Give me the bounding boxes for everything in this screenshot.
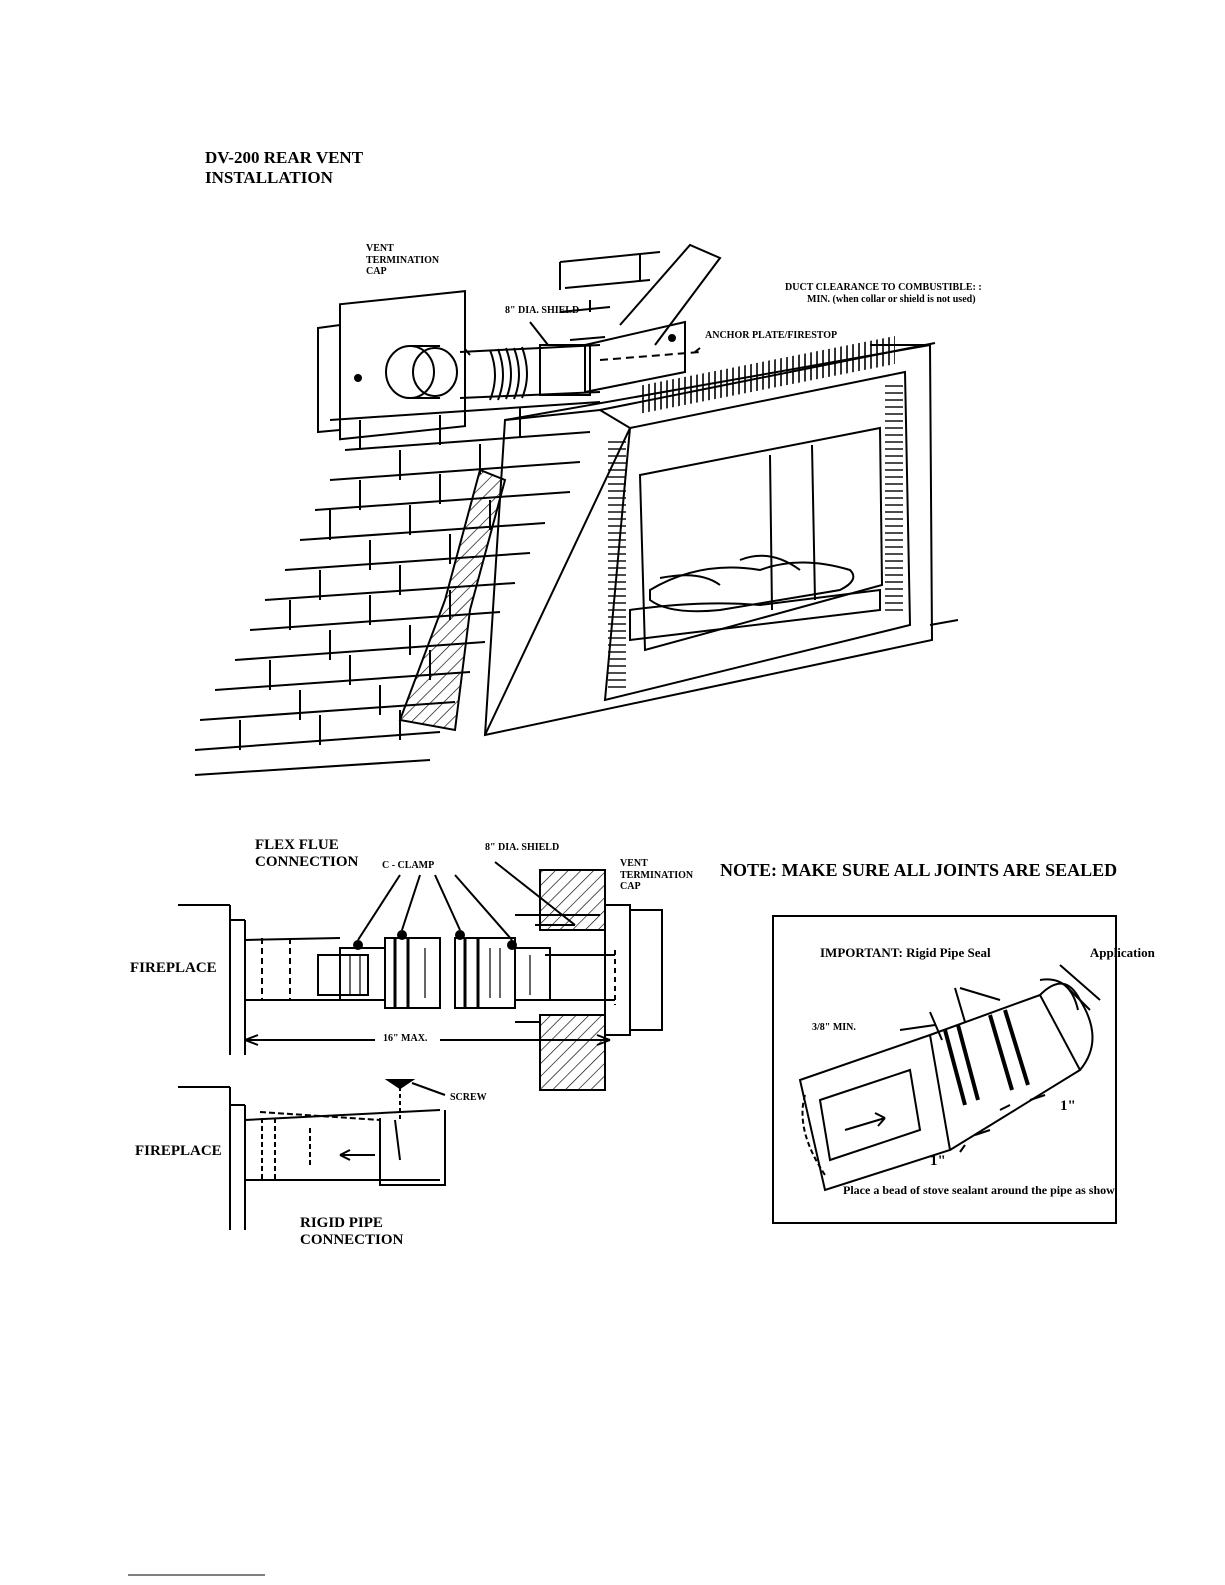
anchor-plate [584, 320, 686, 394]
min-gap-label: 3/8" MIN. [812, 1022, 856, 1033]
dim-bottom-label: 1" [930, 1153, 946, 1169]
seal-detail-box [772, 915, 1117, 1224]
title-line2: INSTALLATION [205, 167, 333, 187]
anchor-plate-label: ANCHOR PLATE/FIRESTOP [705, 330, 838, 341]
dim-right-label: 1" [1060, 1098, 1076, 1114]
wall-section-upper [539, 869, 606, 931]
fireplace-label-rigid: FIREPLACE [135, 1143, 222, 1159]
seal-flow-arrow [844, 1112, 886, 1131]
logs [649, 561, 855, 613]
fireplace-opening [638, 426, 884, 652]
shield-label-flex: 8" DIA. SHIELD [485, 842, 560, 853]
flex-coils [489, 346, 528, 401]
flow-arrow [339, 1149, 375, 1161]
flex-flue-heading: FLEX FLUE CONNECTION [255, 837, 359, 871]
seal-box-heading: IMPORTANT: Rigid Pipe Seal Application [820, 945, 1155, 960]
wall-section-lower [539, 1014, 606, 1091]
dia-shield [539, 344, 591, 396]
page-title: DV-200 REAR VENT INSTALLATION [205, 148, 363, 187]
screw-label: SCREW [450, 1092, 487, 1103]
vent-cap-label-flex: VENT TERMINATION CAP [620, 858, 694, 892]
side-plate [317, 323, 341, 434]
duct-clearance-label: DUCT CLEARANCE TO COMBUSTIBLE: : MIN. (w… [785, 282, 982, 305]
sealed-joints-note: NOTE: MAKE SURE ALL JOINTS ARE SEALED [720, 860, 1118, 880]
shield-label-top: 8" DIA. SHIELD [505, 305, 580, 316]
c-clamp-label: C - CLAMP [382, 860, 435, 871]
flex-flue-diagram [178, 861, 663, 1091]
fireplace-box [483, 343, 934, 737]
diagonal-stud [619, 243, 722, 346]
seal-box-caption: Place a bead of stove sealant around the… [843, 1183, 1115, 1197]
title-line1: DV-200 REAR VENT [205, 148, 364, 167]
flex-sections [339, 937, 551, 1009]
sealant-arrows [954, 987, 1001, 1023]
rigid-pipe-diagram [178, 1079, 446, 1230]
rigid-pipe-heading: RIGID PIPE CONNECTION [300, 1215, 404, 1249]
vent-cap-label-top: VENT TERMINATION CAP [366, 243, 440, 277]
vent-plate [339, 290, 466, 441]
fireplace-perspective-drawing [194, 243, 959, 776]
hatched-side-panel [398, 468, 507, 732]
fireplace-label-flex: FIREPLACE [130, 960, 217, 976]
max-length-label: 16" MAX. [383, 1033, 428, 1044]
